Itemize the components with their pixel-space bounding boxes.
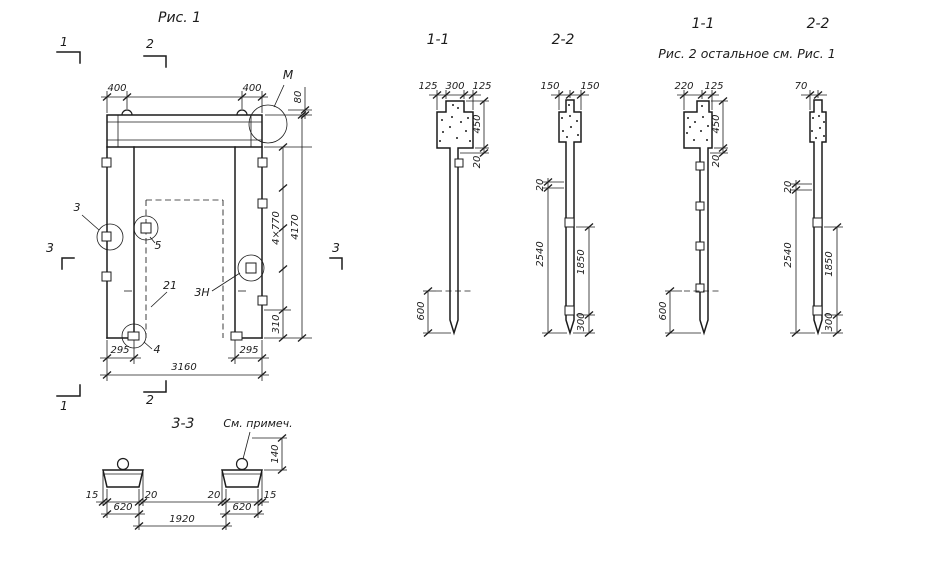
sec22b-embed-plate-upper xyxy=(812,217,823,228)
dim-400-left: 400 xyxy=(107,83,126,94)
dim-2540: 2540 xyxy=(783,242,794,267)
section-1-1-fig2: 1-1 220 125 450 20 xyxy=(658,16,728,338)
dim-620-right: 620 xyxy=(232,502,251,513)
dim-600: 600 xyxy=(416,301,427,320)
dim-4x770: 4×770 xyxy=(271,211,282,245)
sec33-note: См. примеч. xyxy=(223,417,292,430)
callout-m-label: М xyxy=(283,68,294,82)
dim-220: 220 xyxy=(674,81,693,92)
section-1-1-fig1: 1-1 125 300 125 450 2 xyxy=(416,32,492,338)
dim-70: 70 xyxy=(795,81,808,92)
fig1-left-leg xyxy=(106,146,135,339)
dim-125-left: 125 xyxy=(418,81,437,92)
detail-circle-3 xyxy=(96,223,124,251)
sec22a-concrete-dots xyxy=(561,104,579,138)
fig1-beam xyxy=(106,109,263,148)
dim-300: 300 xyxy=(576,312,587,331)
sec11b-title: 1-1 xyxy=(692,16,715,32)
dim-3160: 3160 xyxy=(171,362,196,373)
cut-mark-1-top-label: 1 xyxy=(60,34,68,49)
dim-4170: 4170 xyxy=(290,214,301,239)
dim-150-right: 150 xyxy=(580,81,599,92)
dim-1920: 1920 xyxy=(169,514,194,525)
detail-circle-3n xyxy=(237,254,265,282)
dim-300: 300 xyxy=(824,312,835,331)
sec22a-embed-plate-lower xyxy=(564,305,575,316)
section-2-2-fig1: 2-2 150 150 20 2540 1850 xyxy=(535,32,600,338)
dim-20-left: 20 xyxy=(145,490,158,501)
sec22b-concrete-dots xyxy=(811,115,825,139)
dim-600: 600 xyxy=(658,301,669,320)
cut-mark-3-right-label: 3 xyxy=(332,240,340,255)
section-3-3: 3-3 См. примеч. 140 15 20 20 15 xyxy=(86,416,293,531)
dim-1850: 1850 xyxy=(824,251,835,276)
dim-295-left: 295 xyxy=(110,345,129,356)
dim-150-left: 150 xyxy=(540,81,559,92)
sec22b-title: 2-2 xyxy=(807,16,830,32)
dim-1850: 1850 xyxy=(576,249,587,274)
dim-20: 20 xyxy=(711,155,722,168)
cut-mark-2-top-label: 2 xyxy=(146,36,154,51)
dim-450: 450 xyxy=(711,114,722,133)
cut-mark-2-bottom-label: 2 xyxy=(146,392,154,407)
dim-20-right: 20 xyxy=(208,490,221,501)
dim-310: 310 xyxy=(271,314,282,333)
section-2-2-fig2: 2-2 70 20 2540 1850 300 xyxy=(783,16,843,338)
lifting-loop-right xyxy=(236,109,248,116)
callout-21-label: 21 xyxy=(163,279,177,292)
callout-3-label: 3 xyxy=(74,201,81,214)
sec22b-dimensions: 70 20 2540 1850 300 xyxy=(783,81,843,338)
sec22b-embed-plate-lower xyxy=(812,305,823,316)
sec11b-concrete-dots xyxy=(686,105,709,141)
sec11b-dimensions: 220 125 450 20 600 xyxy=(658,81,728,338)
dim-400-right: 400 xyxy=(242,83,261,94)
cut-mark-1-bottom-label: 1 xyxy=(60,398,68,413)
sec11a-embed-plate xyxy=(454,158,464,168)
cut-mark-3-left-label: 3 xyxy=(46,240,54,255)
dim-15-left: 15 xyxy=(86,490,99,501)
sec33-loop-right xyxy=(235,457,249,471)
sec11a-concrete-dots xyxy=(439,104,471,142)
callout-3n-label: 3Н xyxy=(194,286,209,299)
detail-circle-5 xyxy=(133,215,159,241)
sec11a-title: 1-1 xyxy=(427,32,450,48)
dim-15-right: 15 xyxy=(264,490,277,501)
dim-300: 300 xyxy=(445,81,464,92)
dim-295-right: 295 xyxy=(239,345,258,356)
dim-450: 450 xyxy=(472,114,483,133)
sec33-loop-left xyxy=(116,457,130,471)
detail-circle-m xyxy=(248,104,288,144)
sec33-title: 3-3 xyxy=(172,416,195,432)
sec22a-title: 2-2 xyxy=(552,32,575,48)
fig2-caption: Рис. 2 остальное см. Рис. 1 xyxy=(658,46,835,61)
sec11a-dimensions: 125 300 125 450 20 600 xyxy=(416,81,492,338)
dim-140: 140 xyxy=(270,444,281,463)
fig1-callouts: М 3 5 21 3Н 4 xyxy=(74,68,294,356)
sec22a-embed-plate-upper xyxy=(564,217,575,228)
dim-125-right: 125 xyxy=(472,81,491,92)
sec33-dimensions: 140 15 20 20 15 620 620 1920 xyxy=(86,433,287,531)
callout-5-label: 5 xyxy=(155,239,162,252)
fig1-dimensions: 400 400 80 4×770 310 4170 xyxy=(100,83,312,381)
fig1-hidden-panel-outline xyxy=(145,199,224,338)
dim-620-left: 620 xyxy=(113,502,132,513)
sec22a-dimensions: 150 150 20 2540 1850 300 xyxy=(535,81,600,338)
dim-20: 20 xyxy=(472,156,483,169)
callout-4-label: 4 xyxy=(154,343,161,356)
dim-20: 20 xyxy=(535,179,546,192)
fig1-title: Рис. 1 xyxy=(158,10,201,26)
fig1-right-leg xyxy=(234,146,263,339)
dim-80: 80 xyxy=(293,91,304,104)
dim-125: 125 xyxy=(704,81,723,92)
lifting-loop-left xyxy=(121,109,133,116)
figure-1: Рис. 1 1 2 1 2 3 3 xyxy=(46,10,343,413)
fig1-embed-plates xyxy=(101,157,268,341)
dim-20: 20 xyxy=(783,181,794,194)
sec33-cap-left xyxy=(102,469,144,488)
sec33-cap-right xyxy=(221,469,263,488)
dim-2540: 2540 xyxy=(535,241,546,266)
